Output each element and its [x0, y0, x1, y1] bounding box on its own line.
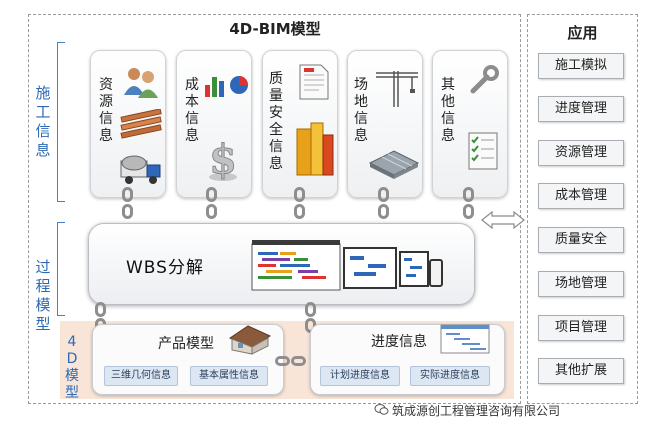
app-construction-simulation: 施工模拟	[538, 53, 624, 79]
document-icon	[299, 64, 329, 100]
wood-planks-icon	[120, 109, 162, 139]
applications-title: 应用	[567, 24, 598, 42]
progress-info-title: 进度信息	[371, 334, 427, 350]
watermark-text: 筑成源创工程管理咨询有限公司	[392, 404, 561, 418]
svg-text:$: $	[209, 136, 237, 183]
chain-link-icon	[122, 187, 133, 202]
app-project-management: 项目管理	[538, 315, 624, 341]
app-site-management: 场地管理	[538, 271, 624, 297]
card-label: 质量 安全 信息	[269, 71, 283, 172]
card-label: 场地 信息	[354, 77, 368, 144]
actual-progress-box: 实际进度信息	[410, 366, 490, 386]
chain-link-icon	[206, 187, 217, 202]
house-model-icon	[228, 325, 272, 355]
chain-link-icon	[95, 302, 106, 317]
card-resource-info: 资源 信息	[90, 50, 166, 198]
chain-link-icon	[275, 356, 290, 366]
card-label: 成本 信息	[185, 77, 199, 144]
app-cost-management: 成本管理	[538, 183, 624, 209]
chain-link-icon	[294, 204, 305, 219]
card-other-info: 其他 信息	[432, 50, 508, 198]
card-cost-info: 成本 信息 $	[176, 50, 252, 198]
chain-link-icon	[378, 204, 389, 219]
people-icon	[124, 68, 158, 98]
diagram-title: 4D-BIM模型	[229, 20, 321, 38]
app-quality-safety: 质量安全	[538, 227, 624, 253]
planned-progress-box: 计划进度信息	[320, 366, 400, 386]
card-label: 其他 信息	[441, 77, 455, 144]
stacked-books-icon	[296, 122, 334, 176]
chain-link-icon	[291, 356, 306, 366]
chain-link-icon	[122, 204, 133, 219]
app-resource-management: 资源管理	[538, 140, 624, 166]
chain-link-icon	[463, 187, 474, 202]
geometry-info-box: 三维几何信息	[104, 366, 178, 386]
construction-info-bracket	[57, 42, 65, 202]
product-model-title: 产品模型	[158, 336, 214, 352]
site-platform-icon	[368, 150, 420, 179]
card-site-info: 场地 信息	[347, 50, 423, 198]
attribute-info-box: 基本属性信息	[190, 366, 268, 386]
chain-link-icon	[463, 204, 474, 219]
process-model-label: 过 程 模 型	[35, 258, 51, 333]
chain-link-icon	[294, 187, 305, 202]
applications-frame	[527, 14, 638, 404]
construction-info-label: 施 工 信 息	[35, 84, 51, 159]
app-progress-management: 进度管理	[538, 96, 624, 122]
checklist-icon	[468, 132, 498, 170]
screens-icon	[251, 240, 443, 291]
chain-link-icon	[305, 302, 316, 317]
double-arrow-icon	[481, 211, 525, 229]
schedule-chart-icon	[440, 324, 490, 354]
card-label: 资源 信息	[99, 77, 113, 144]
wrench-icon	[470, 65, 499, 94]
wechat-icon	[374, 404, 389, 415]
card-quality-safety-info: 质量 安全 信息	[262, 50, 338, 198]
app-other-extensions: 其他扩展	[538, 358, 624, 384]
bim-model-frame	[28, 14, 521, 404]
chain-link-icon	[378, 187, 389, 202]
chain-link-icon	[206, 204, 217, 219]
bar-pie-chart-icon	[205, 76, 248, 97]
wbs-label: WBS分解	[126, 258, 204, 278]
process-model-bracket	[57, 222, 65, 316]
crane-icon	[376, 71, 418, 107]
truck-icon	[120, 155, 161, 184]
dollar-icon: $	[209, 136, 238, 184]
